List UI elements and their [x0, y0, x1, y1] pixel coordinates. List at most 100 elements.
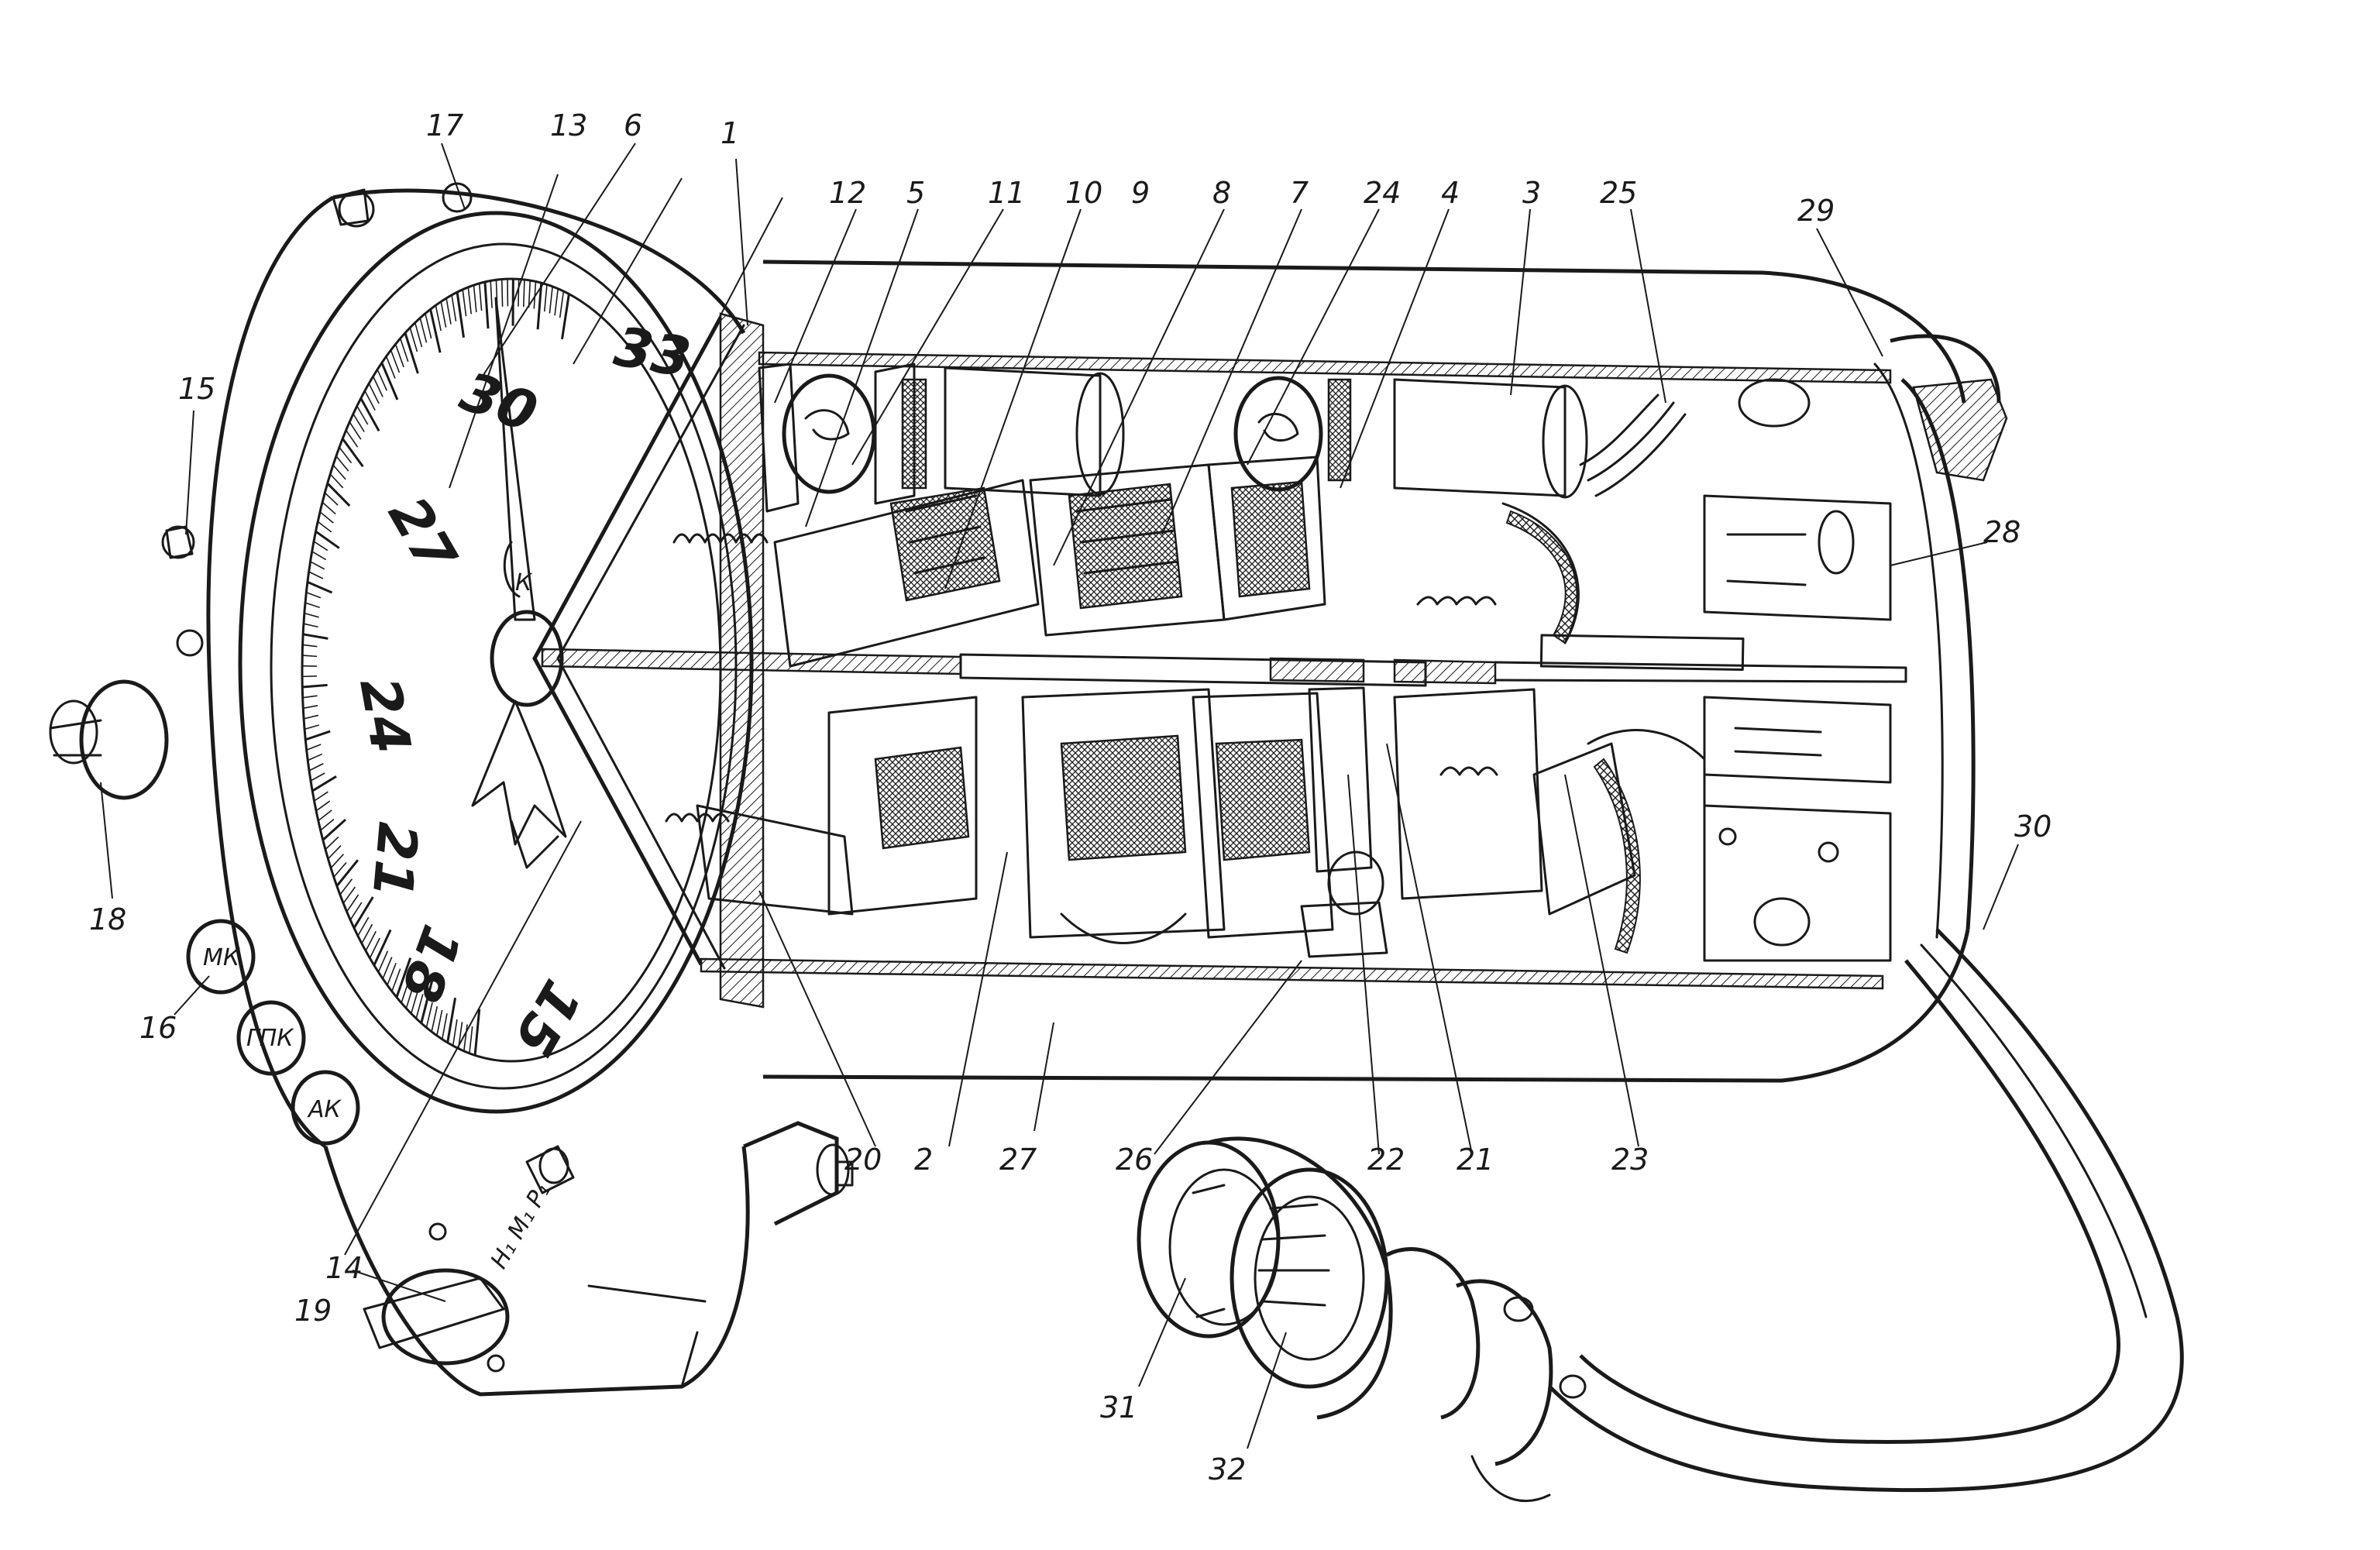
dial-tick — [337, 860, 358, 885]
callout-4: 4 — [1441, 176, 1460, 210]
dial-tick — [452, 295, 456, 321]
callout-31: 31 — [1100, 1390, 1137, 1425]
scale-number-24: 24 — [347, 673, 423, 758]
switch-plate-label: Н₁ М₁ Р₁ — [486, 1178, 556, 1273]
dial-tick — [464, 1024, 467, 1050]
dial-tick — [426, 1002, 432, 1027]
dial-tick — [328, 846, 342, 859]
dial-tick — [309, 764, 323, 771]
callout-25: 25 — [1600, 176, 1637, 210]
dial-tick — [457, 292, 463, 338]
dial-tick — [468, 287, 471, 314]
mode-button-ak[interactable]: АК — [293, 1072, 358, 1143]
dial-tick — [331, 854, 343, 868]
dial-tick — [342, 438, 363, 466]
scale-number-33: 33 — [610, 314, 695, 390]
dial-tick — [562, 294, 569, 339]
callout-10: 10 — [1065, 176, 1102, 210]
dial-tick — [325, 837, 339, 849]
dial-tick — [302, 685, 327, 687]
dial-tick — [303, 706, 318, 708]
dial-tick — [328, 483, 349, 506]
callout-24: 24 — [1364, 176, 1401, 210]
callout-23: 23 — [1611, 1143, 1649, 1177]
dial-marker-k: К — [515, 569, 533, 596]
dial-tick — [405, 333, 418, 373]
dial-tick — [318, 810, 332, 821]
dial-tick — [320, 512, 333, 523]
callout-3: 3 — [1522, 176, 1541, 210]
callout-26: 26 — [1116, 1143, 1153, 1177]
dial-tick — [306, 593, 321, 598]
dial-tick — [463, 290, 466, 316]
dial-tick — [330, 474, 342, 488]
dial-tick — [485, 282, 488, 328]
dial-tick — [333, 465, 346, 479]
dial-tick — [311, 562, 325, 569]
dial-tick — [391, 350, 400, 373]
dial-tick — [323, 820, 346, 840]
callout-8: 8 — [1212, 176, 1231, 210]
dial-tick — [336, 456, 349, 471]
dial-tick — [322, 502, 335, 514]
callout-28: 28 — [1983, 515, 2021, 549]
dial-tick — [490, 280, 492, 308]
dial-tick — [304, 725, 319, 729]
dial-tick — [545, 284, 547, 311]
dial-tick — [303, 696, 318, 697]
scale-number-18: 18 — [388, 917, 473, 1010]
dial-tick — [304, 715, 318, 718]
cable-and-connector — [1139, 930, 2182, 1501]
scale-number-15: 15 — [501, 970, 594, 1067]
mode-button-mk-label: МК — [203, 944, 241, 971]
callout-18: 18 — [89, 902, 126, 937]
dial-tick — [431, 309, 441, 352]
callout-30: 30 — [2014, 809, 2052, 844]
dial-tick — [518, 279, 519, 306]
dial-tick — [432, 1006, 437, 1032]
mode-button-gpk[interactable]: ГПК — [239, 1002, 304, 1074]
callout-13: 13 — [550, 108, 587, 143]
dial-tick — [437, 1010, 442, 1036]
lower-bracket: Н₁ М₁ Р₁ — [325, 1123, 852, 1394]
dial-tick — [549, 287, 552, 314]
dial-tick — [311, 773, 325, 781]
dial-tick — [425, 314, 432, 339]
dial-tick — [396, 344, 404, 366]
callout-2: 2 — [914, 1143, 933, 1177]
dial-tick — [314, 541, 328, 551]
dial-tick — [304, 613, 319, 617]
dial-tick — [446, 298, 451, 325]
dial-tick — [560, 291, 564, 318]
dial-tick — [312, 552, 326, 560]
dial-tick — [354, 897, 373, 928]
dial-tick — [555, 289, 558, 315]
callout-29: 29 — [1797, 194, 1835, 228]
callout-1: 1 — [721, 116, 739, 150]
callout-17: 17 — [426, 108, 463, 143]
dial-tick — [304, 624, 318, 627]
dial-tick — [309, 572, 323, 579]
callout-9: 9 — [1131, 176, 1150, 210]
dial-tick — [361, 398, 379, 431]
dial-tick — [307, 744, 322, 750]
dial-tick — [325, 493, 338, 505]
callout-16: 16 — [139, 1011, 177, 1045]
mode-button-mk[interactable]: МК — [188, 921, 253, 992]
dial-tick — [473, 285, 476, 312]
dial-tick — [302, 655, 317, 656]
dial-tick — [420, 318, 426, 343]
dial-tick — [374, 930, 390, 965]
callout-32: 32 — [1209, 1452, 1246, 1486]
dial-tick — [415, 323, 422, 347]
dial-tick — [321, 820, 334, 830]
lower-mechanisms — [666, 688, 1890, 961]
dial-tick — [435, 305, 441, 331]
dial-tick — [308, 754, 322, 760]
dial-tick — [305, 603, 320, 607]
dial-tick — [343, 887, 355, 903]
scale-number-21: 21 — [360, 820, 430, 901]
leader-lines — [101, 143, 2018, 1449]
dial-tick — [480, 284, 482, 311]
